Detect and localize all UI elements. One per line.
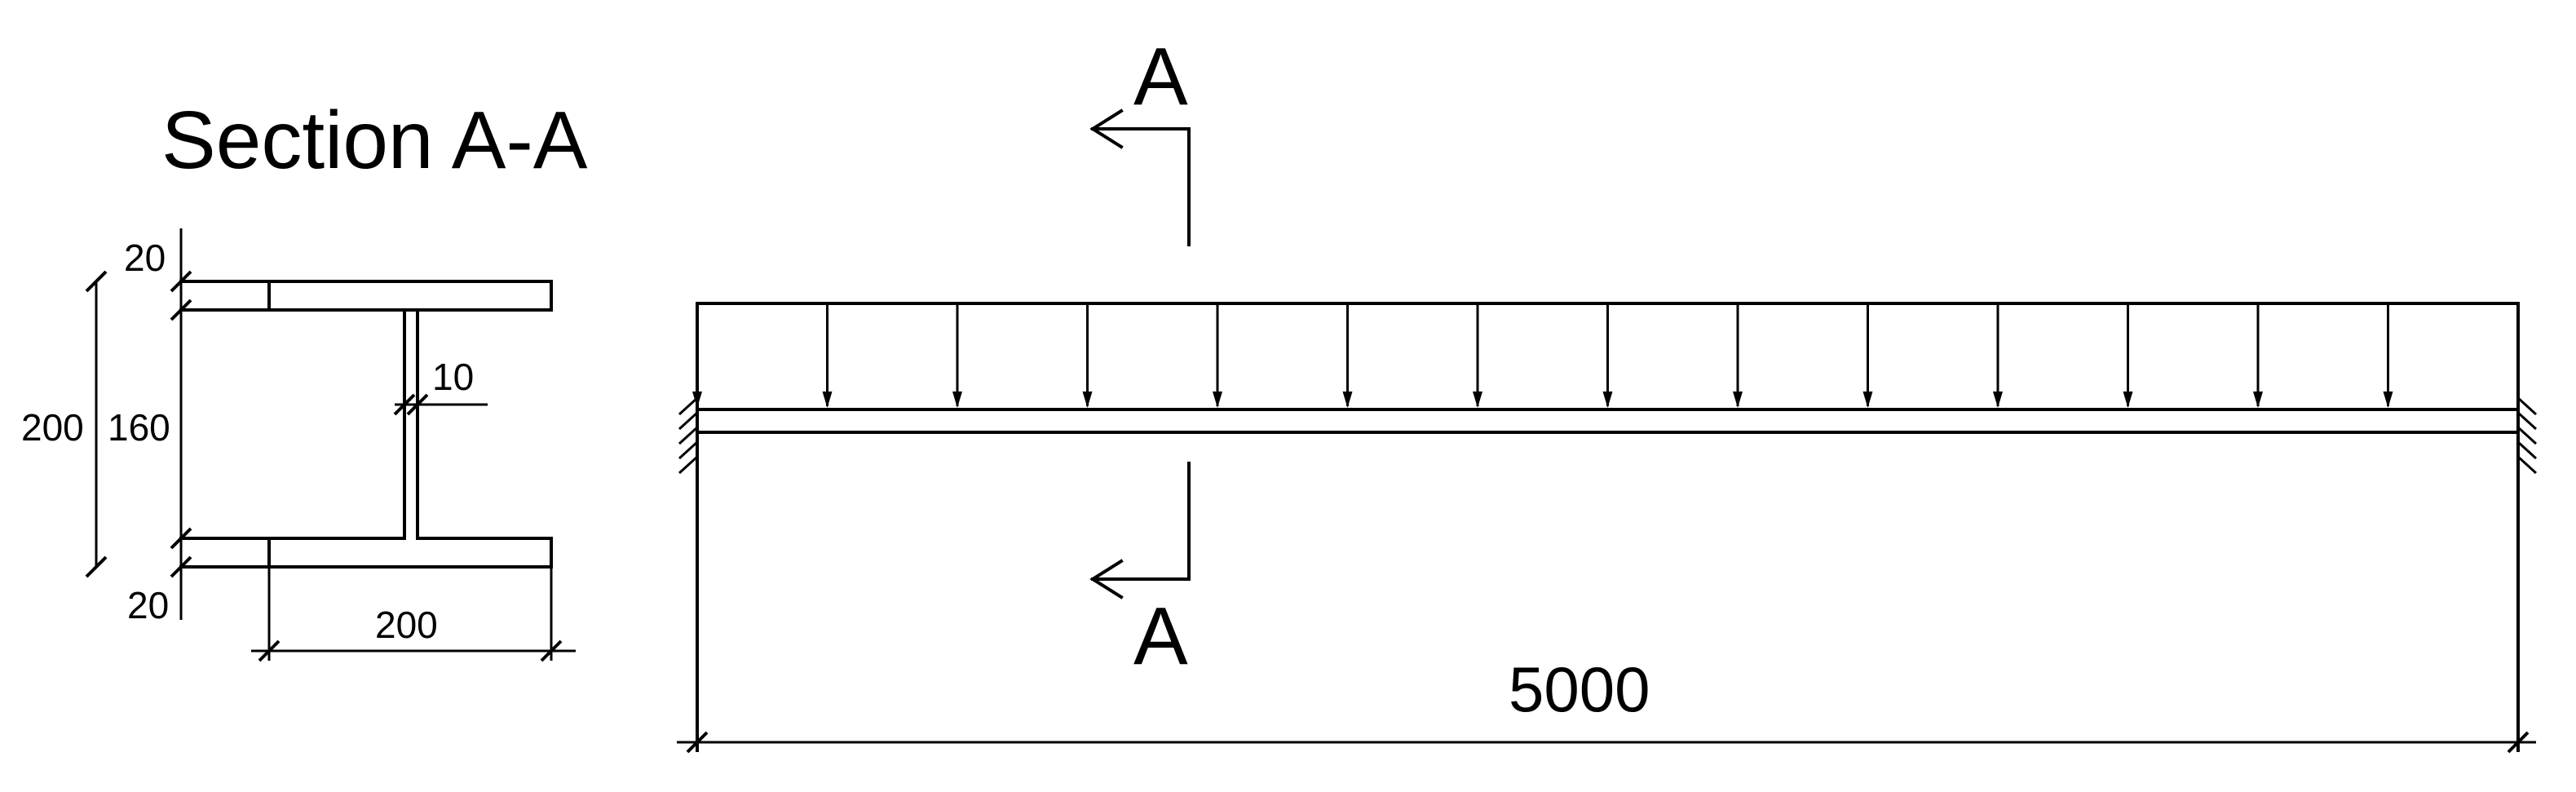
load-arrow [822, 303, 833, 408]
load-arrow [2123, 303, 2133, 408]
dim-span: 5000 [677, 653, 2536, 754]
section-cut-top: A [1089, 31, 1191, 246]
section-view: Section A-A 200 [21, 95, 588, 662]
load-arrow [1473, 303, 1482, 408]
dim-text-total-height: 200 [21, 406, 84, 449]
top-flange [179, 280, 553, 312]
load-arrow [1082, 303, 1093, 408]
dim-web-thickness: 10 [393, 356, 488, 416]
load-arrow [2383, 303, 2393, 408]
section-title: Section A-A [161, 95, 588, 186]
load-arrow [1342, 303, 1353, 408]
load-arrow [952, 303, 962, 408]
dim-total-height: 200 [21, 270, 108, 578]
right-fixed-support [2516, 396, 2538, 475]
load-arrow [1602, 303, 1613, 408]
dim-bottom-flange: 20 [127, 555, 192, 626]
load-arrow [1733, 303, 1743, 408]
i-beam-profile [179, 280, 553, 569]
dim-text-top-flange: 20 [124, 237, 166, 279]
bottom-flange [179, 537, 553, 569]
distributed-load [692, 303, 2393, 408]
dim-text-web-height: 160 [108, 406, 170, 449]
load-arrow [1213, 303, 1222, 408]
load-arrow [1993, 303, 2003, 408]
beam-elevation: A A 5000 [677, 31, 2538, 754]
dim-web-height: 160 [108, 299, 192, 550]
section-cut-bottom: A [1089, 462, 1191, 682]
dim-text-flange-width: 200 [375, 604, 438, 646]
load-arrow [1862, 303, 1873, 408]
load-arrow [692, 303, 702, 408]
dim-text-bottom-flange: 20 [127, 584, 169, 626]
section-mark-top: A [1133, 31, 1188, 122]
dim-top-flange: 20 [124, 237, 192, 293]
span-label: 5000 [1509, 653, 1650, 725]
load-arrow [2253, 303, 2263, 408]
dim-text-web-thickness: 10 [432, 356, 474, 398]
dim-flange-width: 200 [251, 567, 576, 662]
left-fixed-support [678, 396, 699, 475]
section-mark-bottom: A [1133, 591, 1188, 682]
